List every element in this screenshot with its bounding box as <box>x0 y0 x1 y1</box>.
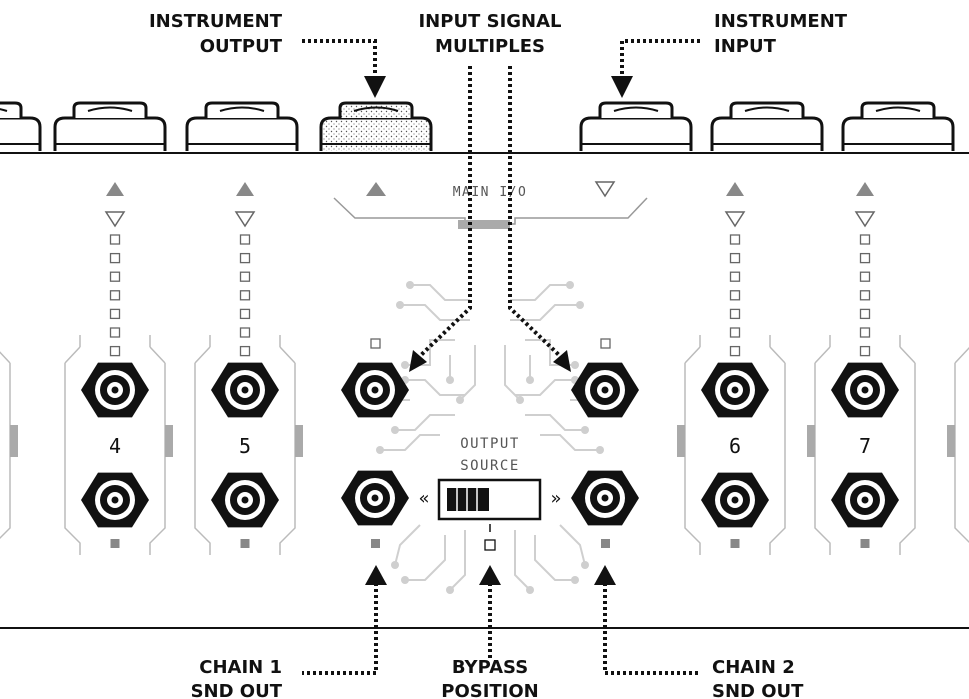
output-source-switch-group: OUTPUT SOURCE « » <box>418 436 562 551</box>
pod-5-side-bar <box>295 425 303 457</box>
main-io-label: MAIN I/O <box>453 185 528 200</box>
instrument-input-label-line2: INPUT <box>714 36 777 57</box>
loop-pod-5: 5 <box>194 182 303 555</box>
top-jack-4[interactable] <box>579 101 693 151</box>
loop-4-send-jack[interactable] <box>81 362 149 418</box>
loop-5-return-jack[interactable] <box>211 472 279 528</box>
pod-6-side-bar <box>677 425 685 457</box>
switch-left-chevron-icon: « <box>418 488 429 509</box>
input-signal-multiples-label-line2: MULTIPLES <box>435 36 545 57</box>
right-multiple-jack[interactable] <box>571 362 639 418</box>
chain2-led <box>601 539 610 548</box>
loop-6-led <box>730 539 740 548</box>
top-jack-2[interactable] <box>53 101 167 151</box>
instrument-output-arrow-icon <box>364 76 386 98</box>
loop-6-send-jack[interactable] <box>701 362 769 418</box>
chain1-snd-out-label-line1: CHAIN 1 <box>199 657 282 678</box>
top-jack-5[interactable] <box>710 101 824 151</box>
loop-4-led <box>110 539 120 548</box>
instrument-output-label-line2: OUTPUT <box>200 36 283 57</box>
chain2-snd-out-label-line2: SND OUT <box>712 681 804 699</box>
chain1-snd-out-jack[interactable] <box>341 470 409 526</box>
callout-leaders <box>302 39 700 675</box>
top-jack-1[interactable] <box>0 101 42 151</box>
chain2-snd-out-jack[interactable] <box>571 470 639 526</box>
bypass-arrow-icon <box>479 565 501 585</box>
main-io-bracket: MAIN I/O <box>333 181 648 229</box>
left-multiple-led <box>370 338 381 349</box>
loop-pod-4: 4 <box>64 182 173 555</box>
loop-number: 5 <box>239 434 251 458</box>
multiple-right-arrow-icon <box>553 350 571 372</box>
instrument-input-arrow-icon <box>611 76 633 98</box>
chain1-led <box>371 539 380 548</box>
loop-5-led <box>240 539 250 548</box>
output-source-label-line1: OUTPUT <box>460 436 520 452</box>
instrument-output-label-line1: INSTRUMENT <box>149 11 283 32</box>
loop-pod-6: 6 <box>677 182 786 555</box>
loop-pod-7: 7 <box>807 182 916 555</box>
chain1-arrow-icon <box>365 565 387 585</box>
switch-slider[interactable] <box>447 488 489 511</box>
output-source-label-line2: SOURCE <box>460 458 520 474</box>
loop-7-return-jack[interactable] <box>831 472 899 528</box>
pod-7-side-bar <box>807 425 815 457</box>
main-in-arrow-icon <box>594 181 616 198</box>
left-multiple-jack[interactable] <box>341 362 409 418</box>
bypass-indicator-led <box>484 539 496 551</box>
top-jack-3[interactable] <box>185 101 299 151</box>
loop-7-led <box>860 539 870 548</box>
pod-edge-left-side-bar <box>10 425 18 457</box>
loop-pod-edge-right <box>947 346 969 544</box>
top-jack-6[interactable] <box>841 101 955 151</box>
instrument-output-jack[interactable] <box>319 101 433 151</box>
callout-arrowheads <box>364 76 633 585</box>
instrument-input-label-line1: INSTRUMENT <box>714 11 848 32</box>
multiple-left-arrow-icon <box>409 350 427 372</box>
chain2-snd-out-label-line1: CHAIN 2 <box>712 657 795 678</box>
chain1-snd-out-label-line2: SND OUT <box>191 681 283 699</box>
input-signal-multiples-label-line1: INPUT SIGNAL <box>418 11 561 32</box>
loop-pod-edge-left <box>0 351 18 540</box>
pod-edge-right-side-bar <box>947 425 955 457</box>
loop-6-return-jack[interactable] <box>701 472 769 528</box>
center-jacks <box>341 338 639 548</box>
loop-number: 7 <box>859 434 871 458</box>
loop-4-return-jack[interactable] <box>81 472 149 528</box>
switch-right-chevron-icon: » <box>550 488 561 509</box>
main-out-arrow-icon <box>366 182 386 196</box>
right-multiple-led <box>600 338 611 349</box>
top-jack-row <box>0 101 955 151</box>
loop-5-send-jack[interactable] <box>211 362 279 418</box>
loop-pods: 4 5 6 7 <box>0 182 969 555</box>
chain2-arrow-icon <box>594 565 616 585</box>
pod-4-side-bar <box>165 425 173 457</box>
bypass-position-label-line1: BYPASS <box>452 657 528 678</box>
callout-labels: INSTRUMENT OUTPUT INPUT SIGNAL MULTIPLES… <box>149 11 848 699</box>
loop-number: 4 <box>109 434 121 458</box>
loop-7-send-jack[interactable] <box>831 362 899 418</box>
bypass-position-label-line2: POSITION <box>441 681 539 699</box>
loop-number: 6 <box>729 434 741 458</box>
